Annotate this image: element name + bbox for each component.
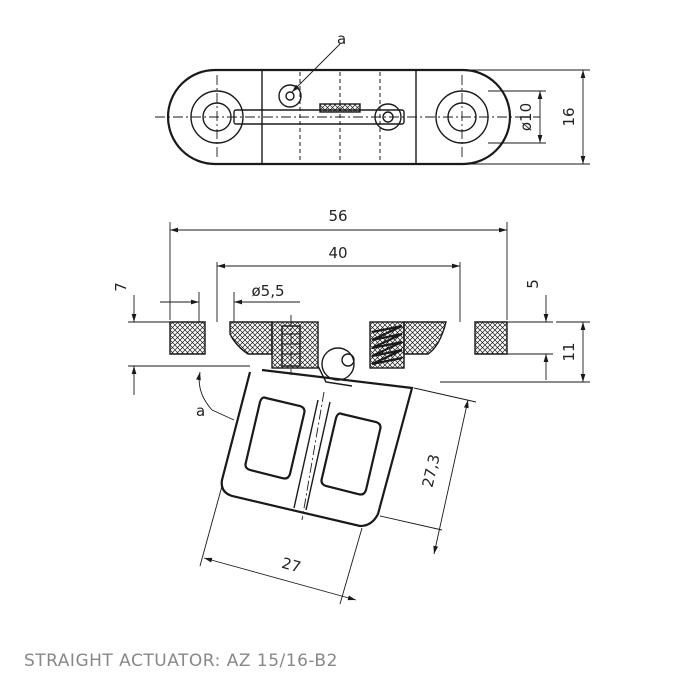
dim-diameter-10: ø10 [517, 103, 535, 131]
hinge-pin-outer [321, 347, 355, 381]
dim-16: 16 [560, 107, 578, 126]
spring [371, 324, 403, 366]
actuator-tongue [220, 368, 414, 528]
screw-a-inner [285, 91, 295, 101]
base-plate-mid-left [229, 321, 273, 355]
screw-a-outer [278, 84, 302, 108]
dim-diameter-5-5: ø5,5 [251, 282, 284, 300]
dim-27: 27 [280, 554, 303, 576]
callout-a-side: a [196, 402, 205, 420]
hinge-pin-inner [341, 353, 355, 367]
base-plate-mid-right [403, 321, 447, 355]
pin-inner [382, 111, 394, 123]
tongue-outline [220, 368, 414, 528]
base-plate-right [474, 321, 508, 355]
top-view-outline [166, 68, 512, 166]
base-plate-left [169, 321, 206, 355]
screw-housing [271, 321, 319, 369]
pin-outer [374, 103, 402, 131]
tongue-left-window [244, 396, 306, 480]
dim-7: 7 [112, 282, 130, 292]
tongue-right-window [320, 412, 382, 496]
callout-a-top: a [337, 30, 346, 48]
front-view: 56 40 ø5,5 7 5 11 [112, 207, 590, 605]
dim-56: 56 [328, 207, 347, 225]
dim-5: 5 [524, 279, 542, 289]
dim-40: 40 [328, 244, 347, 262]
dim-27-3: 27,3 [419, 453, 444, 490]
dim-11: 11 [560, 342, 578, 361]
spring-detail [319, 103, 361, 113]
slot-bar [233, 109, 405, 125]
drawing-caption: STRAIGHT ACTUATOR: AZ 15/16-B2 [24, 651, 338, 671]
top-view: a ø10 16 [155, 30, 590, 166]
